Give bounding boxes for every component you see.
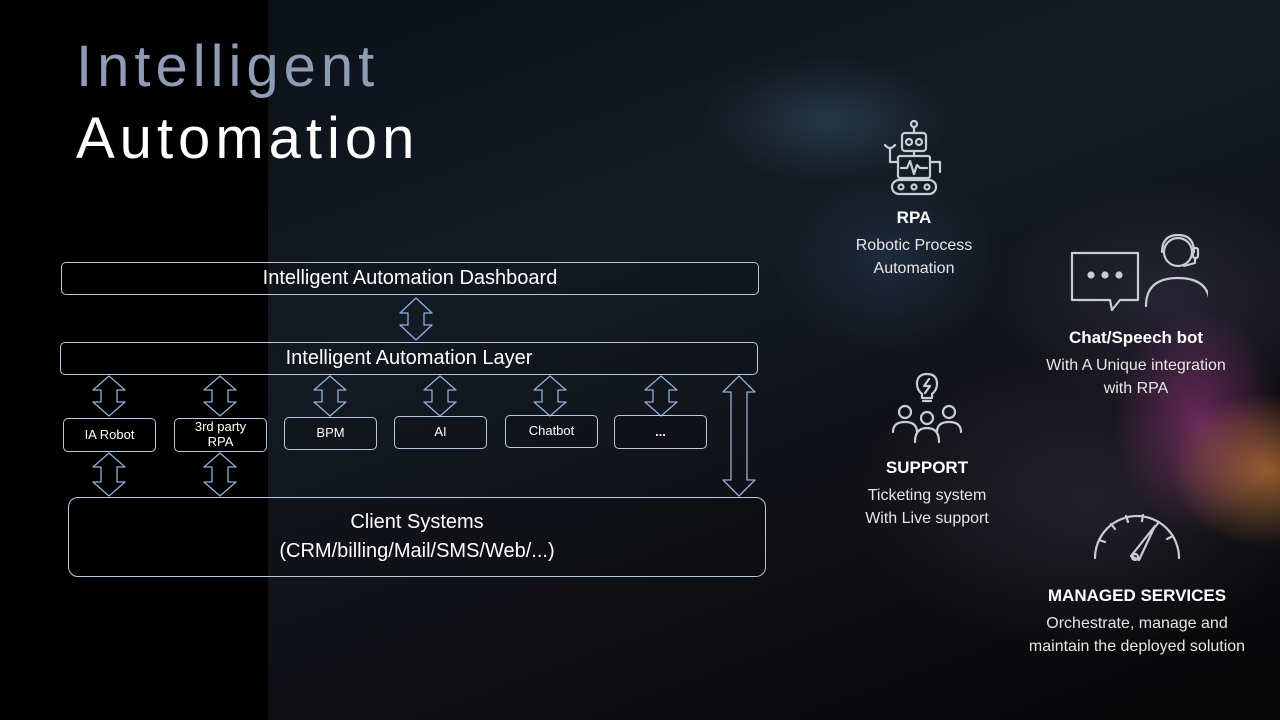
component-box-chatbot: Chatbot	[505, 415, 598, 448]
client-systems-list: (CRM/billing/Mail/SMS/Web/...)	[279, 540, 555, 562]
component-box-bpm: BPM	[284, 417, 377, 450]
component-label: Chatbot	[528, 423, 575, 439]
feature-description: Ticketing system With Live support	[840, 484, 1014, 530]
client-systems-title: Client Systems	[350, 511, 484, 533]
feature-desc-line: Robotic Process	[855, 237, 973, 254]
component-box-more: ...	[614, 415, 707, 449]
feature-chatbot: Chat/Speech bot With A Unique integratio…	[1020, 232, 1252, 400]
robot-icon	[883, 119, 942, 196]
feature-desc-line: Ticketing system	[867, 487, 987, 504]
title-line-1: Intelligent	[76, 34, 380, 99]
feature-support: SUPPORT Ticketing system With Live suppo…	[840, 370, 1014, 530]
chat-agent-icon	[1070, 233, 1208, 312]
component-box-3rd-party-rpa: 3rd party RPA	[174, 418, 267, 452]
component-label: 3rd party RPA	[194, 419, 247, 449]
client-systems-box: Client Systems (CRM/billing/Mail/SMS/Web…	[68, 497, 766, 577]
component-box-ia-robot: IA Robot	[63, 418, 156, 452]
feature-title: RPA	[896, 208, 932, 227]
feature-managed-services: MANAGED SERVICES Orchestrate, manage and…	[1012, 508, 1262, 658]
feature-description: With A Unique integration with RPA	[1020, 354, 1252, 400]
dashboard-label: Intelligent Automation Dashboard	[262, 267, 558, 289]
feature-desc-line: with RPA	[1103, 380, 1169, 398]
title-line-2: Automation	[76, 106, 420, 171]
feature-description: Orchestrate, manage and maintain the dep…	[1012, 612, 1262, 658]
component-label: BPM	[316, 425, 345, 441]
feature-desc-line: With A Unique integration	[1046, 357, 1226, 374]
background-image	[268, 0, 1280, 720]
component-label: AI	[434, 424, 447, 440]
feature-desc-line: maintain the deployed solution	[1028, 638, 1246, 656]
feature-rpa: RPA Robotic Process Automation	[834, 118, 994, 280]
feature-description: Robotic Process Automation	[834, 234, 994, 280]
component-label: IA Robot	[84, 426, 135, 442]
feature-desc-line: With Live support	[865, 510, 989, 528]
component-label: ...	[655, 423, 666, 439]
feature-desc-line: Orchestrate, manage and	[1046, 615, 1228, 632]
dashboard-box: Intelligent Automation Dashboard	[61, 262, 759, 295]
feature-desc-line: Automation	[873, 260, 955, 278]
automation-layer-label: Intelligent Automation Layer	[285, 347, 533, 369]
feature-title: MANAGED SERVICES	[1047, 586, 1227, 605]
feature-title: Chat/Speech bot	[1068, 328, 1204, 347]
team-idea-icon	[891, 372, 963, 444]
gauge-icon	[1093, 513, 1181, 562]
component-box-ai: AI	[394, 416, 487, 449]
automation-layer-box: Intelligent Automation Layer	[60, 342, 758, 375]
feature-title: SUPPORT	[885, 458, 969, 477]
